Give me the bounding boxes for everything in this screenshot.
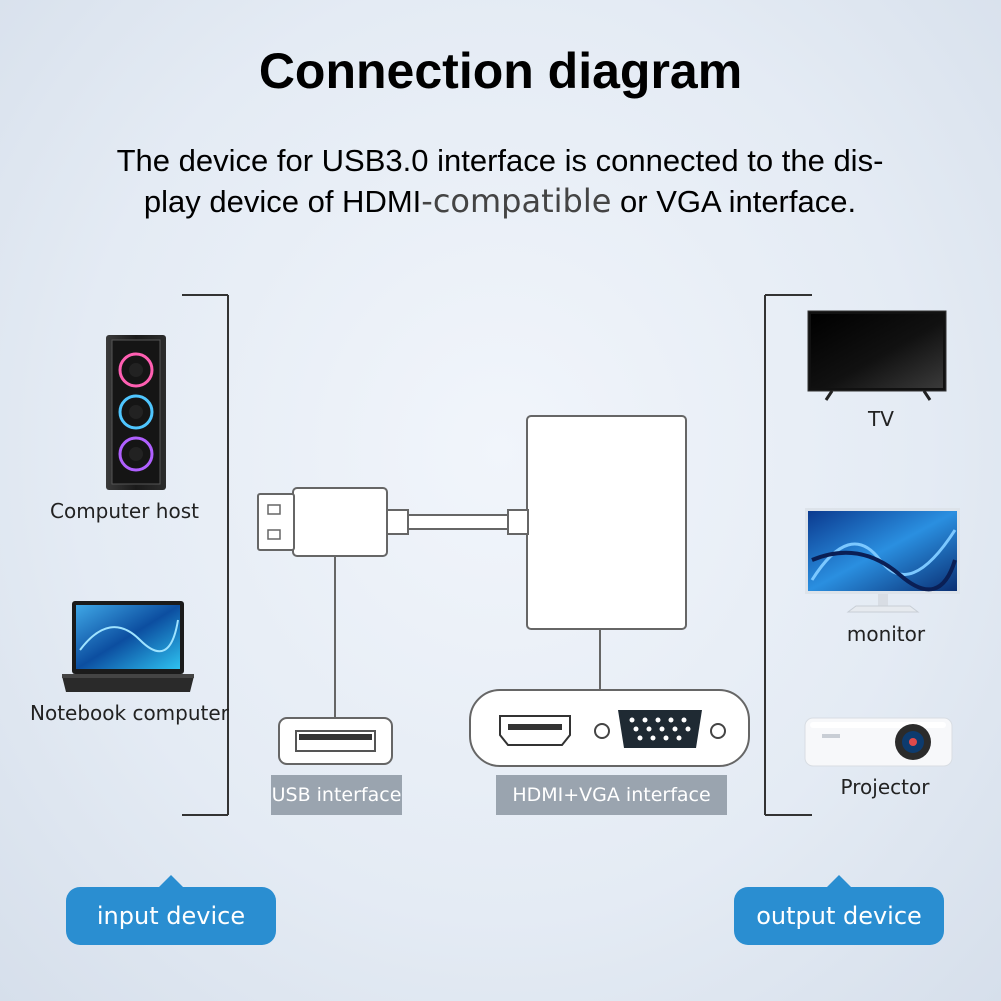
monitor-icon — [805, 508, 960, 613]
usb-port-icon — [278, 717, 393, 765]
subtitle-line1: The device for USB3.0 interface is conne… — [116, 143, 884, 178]
diagram-title: Connection diagram — [258, 43, 743, 99]
hdmi-port-icon — [499, 715, 571, 746]
screw-icon — [594, 723, 610, 739]
usb-interface-tag: USB interface — [271, 775, 402, 815]
hdmi-vga-port-panel — [469, 689, 750, 767]
hdmi-vga-interface-tag: HDMI+VGA interface — [496, 775, 727, 815]
input-device-bubble: input device — [66, 875, 276, 945]
computer-host-icon — [106, 335, 166, 490]
output-device-bubble: output device — [734, 875, 944, 945]
monitor-label: monitor — [846, 622, 926, 646]
tv-icon — [807, 310, 947, 401]
screw-icon — [710, 723, 726, 739]
projector-icon — [804, 717, 953, 767]
computer-host-label: Computer host — [50, 499, 199, 523]
subtitle-line2c: or VGA interface. — [611, 184, 857, 219]
tv-label: TV — [868, 407, 894, 431]
adapter-body — [526, 415, 687, 690]
usb-plug-icon — [257, 487, 388, 718]
subtitle-line2a: play device of HDMI — [143, 184, 422, 219]
notebook-computer-label: Notebook computer — [30, 701, 229, 725]
adapter-cable — [385, 509, 529, 535]
diagram-subtitle: The device for USB3.0 interface is conne… — [60, 140, 940, 222]
vga-port-icon — [618, 710, 702, 748]
output-bracket — [764, 294, 812, 816]
subtitle-line2b: -compatible — [421, 182, 612, 220]
input-bracket — [182, 294, 229, 816]
notebook-computer-icon — [62, 601, 194, 692]
projector-label: Projector — [840, 775, 930, 799]
